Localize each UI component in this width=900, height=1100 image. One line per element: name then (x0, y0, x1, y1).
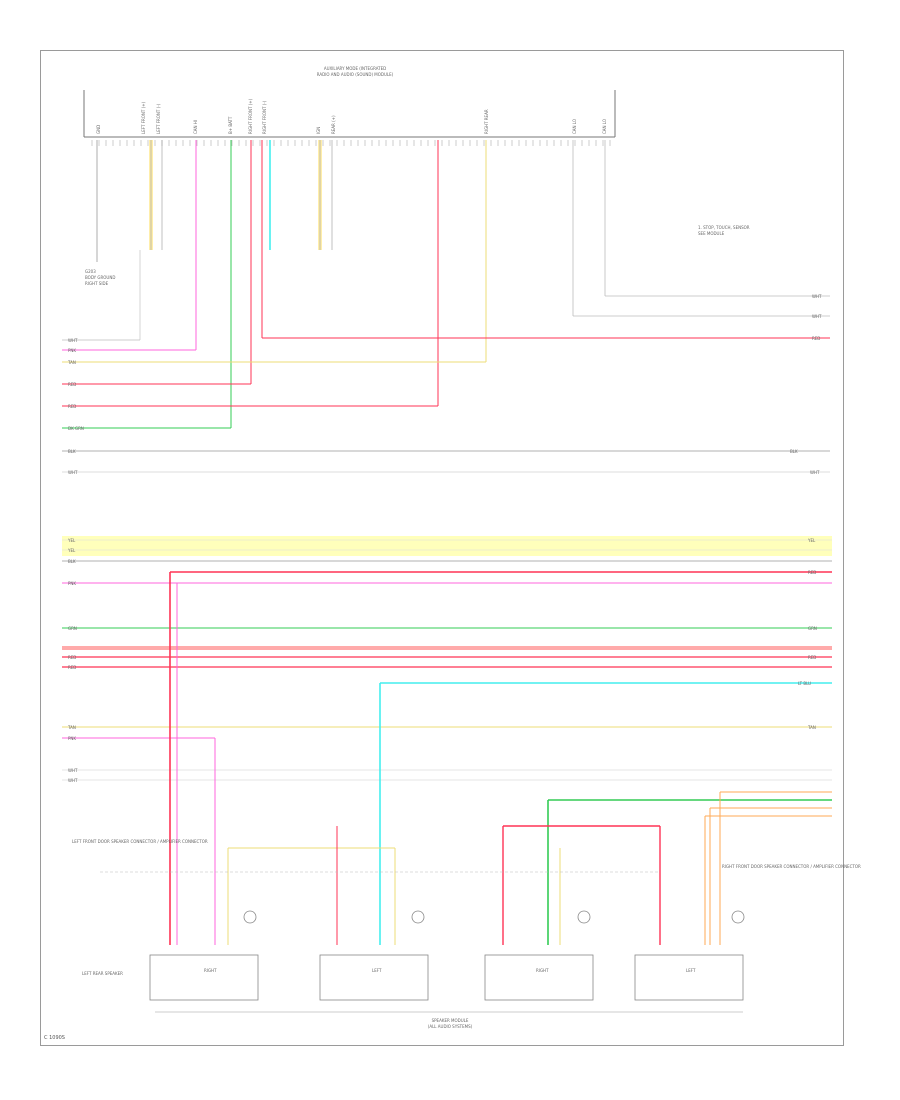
pin-label-rf-pos: RIGHT FRONT (+) (248, 98, 253, 134)
wire-label-red-5: RED (68, 665, 76, 670)
wire-label-red-1: RED (812, 336, 820, 341)
wire-label-wht-5: WHT (810, 470, 820, 475)
wire-label-yel-3: YEL (807, 538, 816, 543)
wire-label-wht-1: WHT (812, 294, 822, 299)
module-label-4: LEFT (686, 968, 696, 973)
right-speaker-note: RIGHT FRONT DOOR SPEAKER CONNECTOR / AMP… (722, 864, 861, 869)
pin-label-lf-pos: LEFT FRONT (+) (141, 101, 146, 134)
speaker-module-3: RIGHT (484, 910, 594, 1001)
right-note-1: 1. STOP, TOUCH, SENSOR (698, 225, 750, 230)
main-connector (83, 90, 616, 138)
wire-label-yel-1: YEL (67, 538, 76, 543)
wire-label-grn-1: DK GRN (68, 426, 84, 431)
wire-label-wht-7: WHT (68, 778, 78, 783)
pin-label-rf-neg: RIGHT FRONT (-) (262, 100, 267, 134)
wire-label-grn-2: GRN (68, 626, 77, 631)
page-code: C 1090S (44, 1035, 65, 1041)
wire-label-blk-3: BLK (68, 559, 76, 564)
header-title-2: RADIO AND AUDIO (SOUND) MODULE) (317, 72, 394, 77)
wire-label-wht-3: WHT (68, 338, 78, 343)
module-label-3: RIGHT (536, 968, 549, 973)
pin-label-batt: B+ BATT (228, 116, 233, 134)
bottom-title-2: (ALL AUDIO SYSTEMS) (428, 1024, 473, 1029)
ground-label-3: RIGHT SIDE (85, 281, 109, 286)
left-speaker-note: LEFT FRONT DOOR SPEAKER CONNECTOR / AMPL… (72, 839, 208, 844)
pin-label-ign: IGN (316, 127, 321, 134)
upper-right-wires: WHT WHT RED (262, 294, 830, 341)
wire-label-red-3: RED (68, 404, 76, 409)
wire-label-red-2: RED (68, 382, 76, 387)
bus-wires: YEL YEL BLK PNK GRN RED RED TAN PNK WHT … (62, 536, 832, 783)
speaker-module-1: RIGHT (149, 910, 259, 1001)
module-label-2: LEFT (372, 968, 382, 973)
wire-label-pnk-1: PNK (68, 348, 76, 353)
speaker-module-4: LEFT (634, 910, 745, 1001)
wire-label-tan-2: TAN (67, 725, 76, 730)
speaker-module-2: LEFT (319, 910, 429, 1001)
wire-label-blk-2: BLK (790, 449, 798, 454)
module-label-1: RIGHT (204, 968, 217, 973)
pin-label-can-lo: CAN LO (572, 119, 577, 134)
header-title-1: AUXILIARY MODE (INTEGRATED (324, 66, 386, 71)
wire-label-red-7: RED (808, 655, 816, 660)
bottom-left-note: LEFT REAR SPEAKER (82, 971, 123, 976)
diagram-frame (40, 50, 844, 1046)
wire-label-wht-2: WHT (812, 314, 822, 319)
pin-labels: GND LEFT FRONT (+) LEFT FRONT (-) CAN HI… (96, 98, 607, 134)
wire-label-yel-2: YEL (67, 548, 76, 553)
wire-label-tan-3: TAN (807, 725, 816, 730)
ground-label-2: BODY GROUND (85, 275, 115, 280)
pin-label-lf-neg: LEFT FRONT (-) (156, 103, 161, 134)
wire-label-wht-4: WHT (68, 470, 78, 475)
vertical-drops (96, 140, 606, 428)
wire-label-red-6: RED (808, 570, 816, 575)
wire-label-pnk-3: PNK (68, 736, 76, 741)
pin-label-right-rear: RIGHT REAR (484, 109, 489, 134)
pin-label-can-lo-2: CAN LO (602, 119, 607, 134)
pin-ticks (91, 140, 611, 146)
wire-label-wht-6: WHT (68, 768, 78, 773)
pin-label-can-hi: CAN HI (193, 120, 198, 134)
module-drops (100, 572, 661, 945)
ground-label: G203 (85, 269, 96, 274)
right-note-2: SEE MODULE (698, 231, 725, 236)
wire-label-blk-1: BLK (68, 449, 76, 454)
wire-label-blu-1: LT BLU (798, 681, 811, 686)
pin-label-rear: REAR (+) (331, 115, 336, 134)
upper-left-wires: WHT PNK TAN RED RED DK GRN BLK BLK WHT W… (62, 250, 830, 475)
pin-label-gnd: GND (96, 125, 101, 134)
bottom-title-1: SPEAKER MODULE (432, 1018, 469, 1023)
wire-label-red-4: RED (68, 655, 76, 660)
wire-label-tan-1: TAN (67, 360, 76, 365)
wire-label-pnk-2: PNK (68, 581, 76, 586)
lower-right-wires (547, 791, 832, 945)
wire-label-grn-3: GRN (808, 626, 817, 631)
